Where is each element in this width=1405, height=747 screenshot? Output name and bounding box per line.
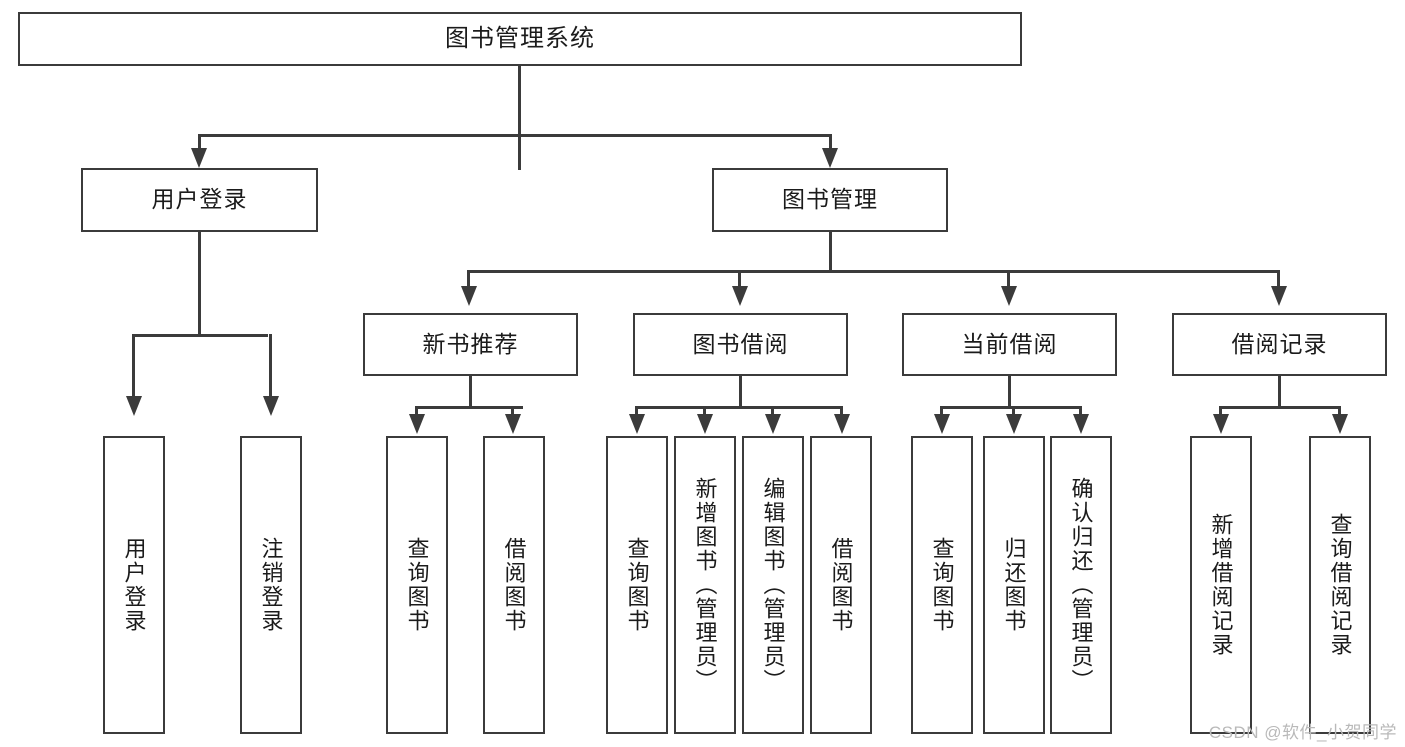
leaf-borrow-book-recommend[interactable]: 借阅图书 bbox=[483, 436, 545, 734]
leaf-label: 确认归还（管理员） bbox=[1068, 477, 1094, 693]
connector-to-user-login bbox=[198, 134, 201, 154]
connector-user-login-stem bbox=[198, 232, 201, 336]
leaf-label: 注销登录 bbox=[258, 537, 284, 633]
leaf-label: 编辑图书（管理员） bbox=[760, 477, 786, 693]
connector-to-leaf-query-book-current bbox=[940, 406, 943, 420]
leaf-query-book-borrow[interactable]: 查询图书 bbox=[606, 436, 668, 734]
leaf-query-book-current[interactable]: 查询图书 bbox=[911, 436, 973, 734]
arrowhead-leaf-logout bbox=[263, 396, 279, 416]
arrowhead-user-login bbox=[191, 148, 207, 168]
node-label: 借阅记录 bbox=[1231, 330, 1328, 357]
leaf-label: 用户登录 bbox=[121, 537, 147, 633]
arrowhead-leaf-query-book-borrow bbox=[629, 414, 645, 434]
connector-to-leaf-query-book-recommend bbox=[415, 406, 418, 420]
node-borrow-record[interactable]: 借阅记录 bbox=[1172, 313, 1387, 376]
connector-new-book-recommend-stem bbox=[469, 376, 472, 408]
connector-to-leaf-edit-book-admin bbox=[771, 406, 774, 420]
node-label: 当前借阅 bbox=[961, 330, 1058, 357]
connector-book-management-bus bbox=[467, 270, 1279, 273]
node-root-system[interactable]: 图书管理系统 bbox=[18, 12, 1022, 66]
node-book-management[interactable]: 图书管理 bbox=[712, 168, 948, 232]
csdn-watermark: CSDN @软件_小贺同学 bbox=[1208, 723, 1397, 742]
arrowhead-leaf-query-borrow-record bbox=[1332, 414, 1348, 434]
connector-to-leaf-query-borrow-record bbox=[1338, 406, 1341, 420]
leaf-label: 借阅图书 bbox=[501, 537, 527, 633]
leaf-borrow-book[interactable]: 借阅图书 bbox=[810, 436, 872, 734]
connector-to-leaf-user-login bbox=[132, 334, 135, 402]
arrowhead-leaf-add-book-admin bbox=[697, 414, 713, 434]
arrowhead-book-management bbox=[822, 148, 838, 168]
arrowhead-leaf-edit-book-admin bbox=[765, 414, 781, 434]
connector-to-new-book-recommend bbox=[467, 270, 470, 292]
arrowhead-leaf-add-borrow-record bbox=[1213, 414, 1229, 434]
node-current-borrow[interactable]: 当前借阅 bbox=[902, 313, 1117, 376]
connector-borrow-record-stem bbox=[1278, 376, 1281, 408]
arrowhead-leaf-user-login bbox=[126, 396, 142, 416]
connector-to-book-borrow bbox=[738, 270, 741, 292]
leaf-return-book[interactable]: 归还图书 bbox=[983, 436, 1045, 734]
node-user-login[interactable]: 用户登录 bbox=[81, 168, 318, 232]
arrowhead-leaf-borrow-book bbox=[834, 414, 850, 434]
leaf-query-book-recommend[interactable]: 查询图书 bbox=[386, 436, 448, 734]
node-label: 新书推荐 bbox=[422, 330, 519, 357]
arrowhead-book-borrow bbox=[732, 286, 748, 306]
arrowhead-leaf-query-book-recommend bbox=[409, 414, 425, 434]
arrowhead-borrow-record bbox=[1271, 286, 1287, 306]
leaf-user-login[interactable]: 用户登录 bbox=[103, 436, 165, 734]
leaf-query-borrow-record[interactable]: 查询借阅记录 bbox=[1309, 436, 1371, 734]
connector-book-management-stem bbox=[829, 232, 832, 272]
connector-to-current-borrow bbox=[1007, 270, 1010, 292]
connector-to-leaf-borrow-book-recommend bbox=[511, 406, 514, 420]
arrowhead-leaf-confirm-return-admin bbox=[1073, 414, 1089, 434]
leaf-label: 查询图书 bbox=[404, 537, 430, 633]
connector-user-login-bus bbox=[132, 334, 268, 337]
leaf-add-book-admin[interactable]: 新增图书（管理员） bbox=[674, 436, 736, 734]
connector-to-leaf-borrow-book bbox=[840, 406, 843, 420]
connector-new-book-recommend-bus bbox=[415, 406, 523, 409]
connector-to-leaf-query-book-borrow bbox=[635, 406, 638, 420]
connector-current-borrow-stem bbox=[1008, 376, 1011, 408]
leaf-label: 归还图书 bbox=[1001, 537, 1027, 633]
leaf-label: 借阅图书 bbox=[828, 537, 854, 633]
leaf-label: 新增借阅记录 bbox=[1208, 513, 1234, 657]
leaf-edit-book-admin[interactable]: 编辑图书（管理员） bbox=[742, 436, 804, 734]
connector-to-borrow-record bbox=[1277, 270, 1280, 292]
connector-root-stem bbox=[518, 66, 521, 170]
connector-book-borrow-bus bbox=[635, 406, 843, 409]
leaf-label: 查询图书 bbox=[929, 537, 955, 633]
leaf-label: 查询图书 bbox=[624, 537, 650, 633]
node-label: 图书管理系统 bbox=[445, 24, 595, 52]
connector-borrow-record-bus bbox=[1219, 406, 1341, 409]
connector-current-borrow-bus bbox=[940, 406, 1081, 409]
node-book-borrow[interactable]: 图书借阅 bbox=[633, 313, 848, 376]
arrowhead-leaf-borrow-book-recommend bbox=[505, 414, 521, 434]
arrowhead-leaf-return-book bbox=[1006, 414, 1022, 434]
arrowhead-leaf-query-book-current bbox=[934, 414, 950, 434]
connector-to-leaf-add-borrow-record bbox=[1219, 406, 1222, 420]
connector-to-leaf-return-book bbox=[1012, 406, 1015, 420]
node-new-book-recommend[interactable]: 新书推荐 bbox=[363, 313, 578, 376]
node-label: 图书借阅 bbox=[692, 330, 789, 357]
connector-to-book-management bbox=[829, 134, 832, 154]
connector-root-bus bbox=[198, 134, 832, 137]
leaf-add-borrow-record[interactable]: 新增借阅记录 bbox=[1190, 436, 1252, 734]
node-label: 图书管理 bbox=[782, 186, 878, 213]
connector-book-borrow-stem bbox=[739, 376, 742, 408]
leaf-label: 查询借阅记录 bbox=[1327, 513, 1353, 657]
connector-to-leaf-add-book-admin bbox=[703, 406, 706, 420]
arrowhead-current-borrow bbox=[1001, 286, 1017, 306]
connector-to-leaf-confirm-return-admin bbox=[1079, 406, 1082, 420]
node-label: 用户登录 bbox=[151, 186, 248, 213]
connector-to-leaf-logout bbox=[269, 334, 272, 402]
leaf-confirm-return-admin[interactable]: 确认归还（管理员） bbox=[1050, 436, 1112, 734]
leaf-logout[interactable]: 注销登录 bbox=[240, 436, 302, 734]
leaf-label: 新增图书（管理员） bbox=[692, 477, 718, 693]
arrowhead-new-book-recommend bbox=[461, 286, 477, 306]
